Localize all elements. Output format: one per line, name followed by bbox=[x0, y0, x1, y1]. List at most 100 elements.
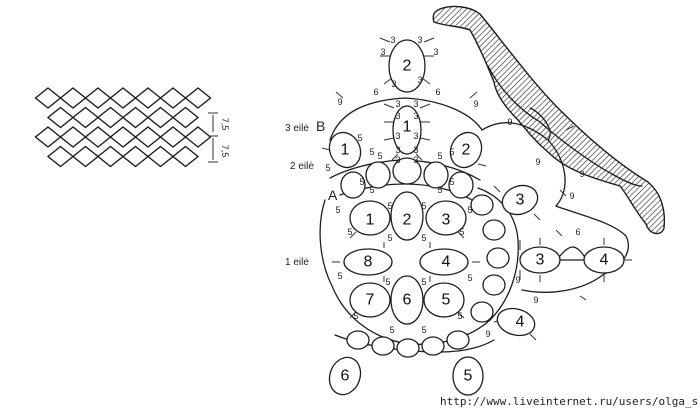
picot-count-label: 3 bbox=[413, 111, 418, 121]
ring-center-6-number: 6 bbox=[403, 292, 412, 309]
mesh-cell bbox=[159, 87, 187, 109]
picot-count-label: 5 bbox=[359, 177, 364, 187]
mesh-cell bbox=[46, 106, 75, 129]
point-label-a: A bbox=[328, 187, 338, 203]
picot-tick bbox=[559, 189, 567, 197]
picot-tick bbox=[419, 103, 431, 109]
mesh-cell bbox=[96, 106, 125, 129]
ring-center-2-number: 2 bbox=[403, 212, 412, 229]
picot-tick bbox=[423, 37, 435, 43]
picot-count-label: 5 bbox=[459, 227, 464, 237]
picot-count-label: 9 bbox=[579, 169, 584, 179]
picot-count-label: 6 bbox=[575, 227, 580, 237]
picot-count-label: 3 bbox=[433, 47, 438, 57]
picot-count-label: 3 bbox=[395, 111, 400, 121]
picot-count-label: 5 bbox=[347, 227, 352, 237]
dim-label-bottom: 7,5 bbox=[220, 145, 230, 158]
ring-row2-4 bbox=[496, 307, 536, 337]
picot-count-label: 3 bbox=[395, 145, 400, 155]
mesh-cell bbox=[171, 145, 200, 168]
picot-count-label: 5 bbox=[467, 273, 472, 283]
picot-count-label: 3 bbox=[413, 145, 418, 155]
ring-row2-2-number: 2 bbox=[462, 142, 471, 159]
ring-center-3 bbox=[425, 200, 467, 236]
picot-count-label: 5 bbox=[457, 311, 462, 321]
picot-count-label: 5 bbox=[437, 151, 442, 161]
row-label-1: 1 eilė bbox=[285, 257, 309, 268]
ring-center-6 bbox=[390, 275, 424, 325]
mesh-cell bbox=[59, 126, 87, 148]
picot-count-label: 5 bbox=[389, 325, 394, 335]
picot-count-label: 3 bbox=[413, 99, 418, 109]
mesh-cell bbox=[71, 106, 100, 129]
ring-row2-2 bbox=[449, 131, 483, 169]
ring-row2-3b-number: 3 bbox=[536, 252, 545, 269]
picot-count-label: 5 bbox=[387, 233, 392, 243]
picot-count-label: 9 bbox=[473, 99, 478, 109]
ring-row2-5-number: 5 bbox=[464, 368, 473, 385]
picot-count-label: 5 bbox=[335, 205, 340, 215]
mesh-cell bbox=[34, 126, 62, 148]
ring-top-2 bbox=[388, 39, 426, 93]
ring-center-3-number: 3 bbox=[442, 212, 451, 229]
ring-center-1 bbox=[349, 200, 391, 236]
ring-row2-4-number: 4 bbox=[516, 314, 525, 331]
ring-top-1-number: 1 bbox=[403, 119, 412, 136]
picot-count-label: 3 bbox=[395, 99, 400, 109]
picot-tick bbox=[349, 231, 357, 239]
picot-count-label: 5 bbox=[385, 277, 390, 287]
picot-tick bbox=[383, 103, 395, 109]
picot-tick bbox=[469, 91, 478, 99]
ring-center-8 bbox=[343, 248, 393, 276]
picot-tick bbox=[321, 147, 331, 151]
picot-count-label: 5 bbox=[421, 201, 426, 211]
picot-tick bbox=[391, 153, 399, 161]
picot-count-label: 9 bbox=[569, 191, 574, 201]
picot-count-label: 3 bbox=[390, 35, 395, 45]
picot-count-label: 3 bbox=[380, 47, 385, 57]
picot-count-label: 3 bbox=[413, 155, 418, 165]
mesh-cell bbox=[46, 145, 75, 168]
picot-tick bbox=[493, 185, 501, 193]
ring-row2-3 bbox=[501, 184, 539, 216]
ring-center-8-number: 8 bbox=[364, 254, 373, 271]
picot-count-label: 3 bbox=[417, 75, 422, 85]
ring-center-7-number: 7 bbox=[366, 292, 375, 309]
picot-count-label: 3 bbox=[395, 131, 400, 141]
mesh-cell bbox=[171, 106, 200, 129]
ring-center-2 bbox=[390, 191, 424, 241]
row-label-3: 3 eilė bbox=[285, 123, 309, 134]
picot-tick bbox=[533, 213, 541, 221]
ring-top-1 bbox=[392, 105, 422, 155]
mesh-cell bbox=[109, 126, 137, 148]
ring-center-1-number: 1 bbox=[366, 212, 375, 229]
picot-count-label: 5 bbox=[337, 271, 342, 281]
picot-count-label: 6 bbox=[435, 87, 440, 97]
picot-count-label: 6 bbox=[373, 87, 378, 97]
ring-row2-6 bbox=[328, 356, 362, 396]
watermark-url: http://www.liveinternet.ru/users/olga_sa… bbox=[440, 395, 698, 408]
picot-count-label: 5 bbox=[449, 147, 454, 157]
picot-count-label: 9 bbox=[535, 157, 540, 167]
ring-row2-1 bbox=[328, 131, 362, 169]
point-label-b: B bbox=[316, 118, 325, 134]
ring-center-5 bbox=[423, 282, 465, 318]
mesh-cell bbox=[184, 87, 212, 109]
mesh-cell bbox=[146, 106, 175, 129]
hatched-fan-shape bbox=[432, 5, 666, 235]
mesh-cell bbox=[59, 87, 87, 109]
mesh-cell bbox=[84, 87, 112, 109]
picot-count-label: 5 bbox=[357, 133, 362, 143]
mesh-cell bbox=[134, 126, 162, 148]
mesh-cell bbox=[184, 126, 212, 148]
ring-center-5-number: 5 bbox=[442, 292, 451, 309]
picot-tick bbox=[457, 231, 465, 239]
picot-count-label: 5 bbox=[369, 147, 374, 157]
picot-tick bbox=[477, 163, 487, 167]
ring-row2-5 bbox=[452, 356, 484, 396]
picot-count-label: 3 bbox=[391, 79, 396, 89]
picot-tick bbox=[419, 137, 431, 141]
picot-count-label: 5 bbox=[467, 205, 472, 215]
